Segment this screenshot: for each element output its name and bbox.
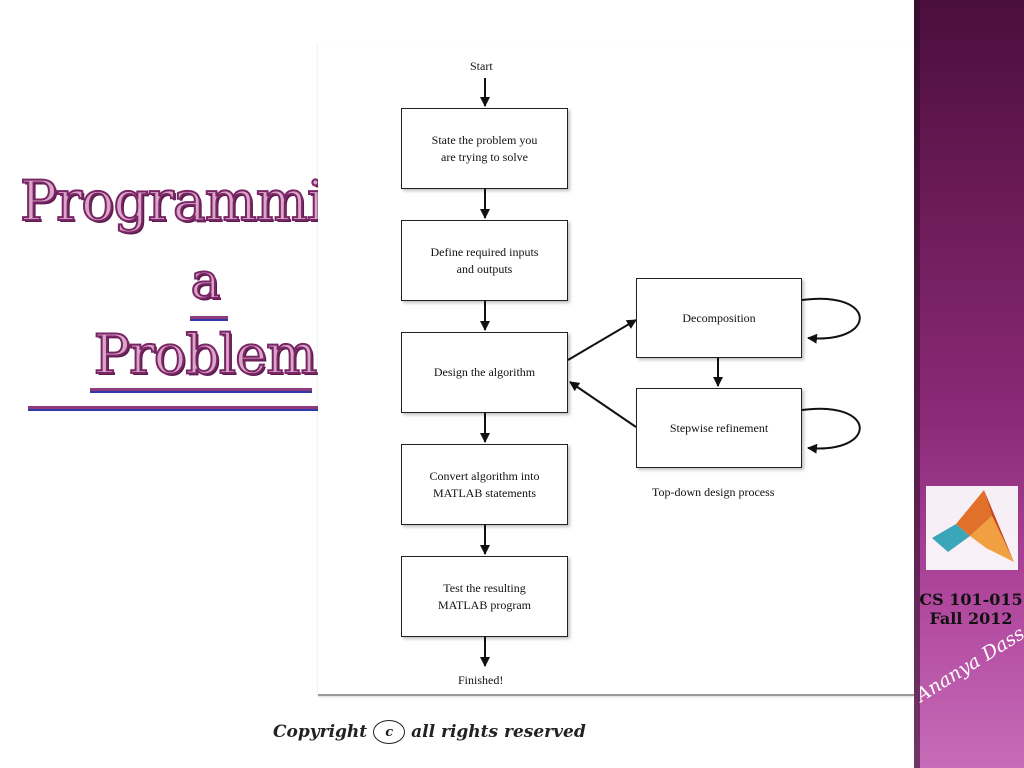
course-info: CS 101-015 Fall 2012 (918, 590, 1024, 628)
decorative-sidebar (914, 0, 1024, 768)
copyright-symbol-icon: c (373, 720, 406, 744)
title-line-problem: Problem (93, 323, 319, 386)
arrow-refinement-to-design (569, 381, 637, 428)
side-step-decomposition: Decomposition (636, 278, 802, 358)
step-convert-algorithm: Convert algorithm into MATLAB statements (401, 444, 568, 525)
step-state-problem: State the problem you are trying to solv… (401, 108, 568, 189)
step-test-program: Test the resulting MATLAB program (401, 556, 568, 637)
copyright-word: Copyright (273, 722, 368, 742)
copyright-notice: Copyright c all rights reserved (273, 718, 586, 746)
loop-decomposition (801, 297, 861, 344)
loop-refinement (801, 407, 861, 454)
matlab-logo-icon (926, 486, 1018, 570)
step-design-algorithm: Design the algorithm (401, 332, 568, 413)
copyright-rest: all rights reserved (411, 722, 586, 742)
course-term: Fall 2012 (929, 609, 1013, 628)
title-underline-3 (90, 388, 312, 393)
flowchart-connectors (480, 78, 861, 667)
title-underline-2 (190, 316, 228, 321)
start-label: Start (470, 59, 493, 73)
flowchart-panel: Start State the problem you are trying t… (318, 42, 914, 696)
title-underline-1 (28, 406, 378, 411)
side-step-stepwise-refinement: Stepwise refinement (636, 388, 802, 468)
arrow-design-to-decomposition (567, 319, 637, 361)
course-code: CS 101-015 (919, 590, 1023, 609)
title-line-a: a (190, 252, 222, 310)
sidebar-edge (914, 0, 920, 768)
finished-label: Finished! (458, 673, 504, 687)
step-define-io: Define required inputs and outputs (401, 220, 568, 301)
top-down-caption: Top-down design process (652, 485, 775, 499)
